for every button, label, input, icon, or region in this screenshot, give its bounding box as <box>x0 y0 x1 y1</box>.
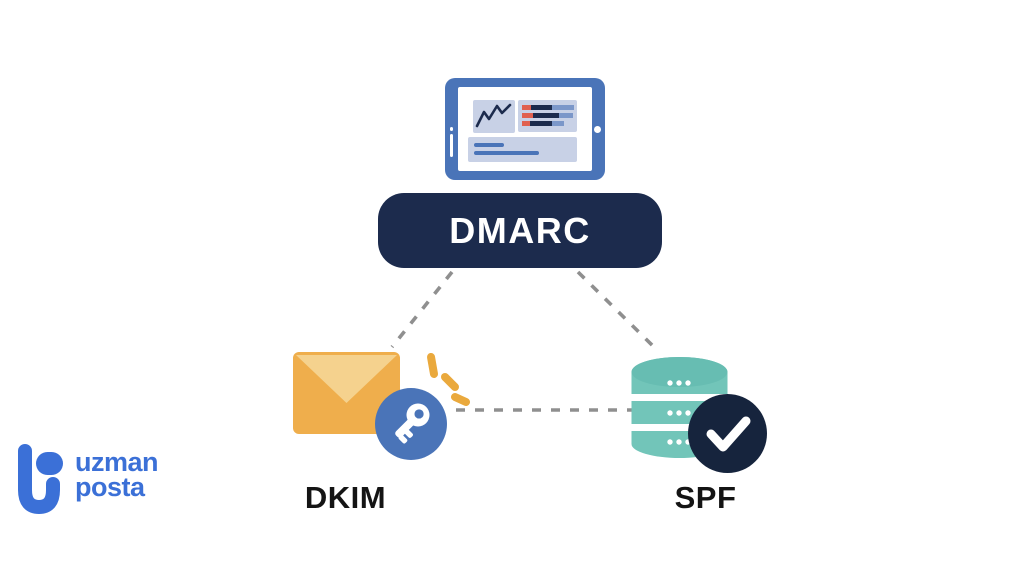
tablet-speaker-line <box>450 134 453 157</box>
key-badge-circle <box>375 388 447 460</box>
uzmanposta-logo: uzman posta <box>16 444 159 524</box>
spf-label: SPF <box>674 480 737 515</box>
key-icon <box>395 403 430 444</box>
tablet-report-icon <box>445 78 605 180</box>
sparkle-icon <box>427 353 470 406</box>
dmarc-node: DMARC <box>378 193 662 268</box>
checkmark-icon <box>706 416 750 451</box>
logo-line1: uzman <box>75 447 159 477</box>
logo-line2: posta <box>75 472 145 502</box>
tablet-speaker-dot <box>450 127 453 131</box>
dkim-label: DKIM <box>304 480 387 515</box>
tablet-camera-dot <box>594 126 601 133</box>
envelope-icon <box>293 352 400 434</box>
tablet-screen <box>458 87 592 171</box>
logo-text: uzman posta <box>75 447 159 524</box>
check-badge-circle <box>688 394 767 473</box>
dmarc-label: DMARC <box>449 209 591 251</box>
logo-mark <box>18 444 63 515</box>
bar-list-icon <box>518 100 577 132</box>
text-block-panel <box>468 137 577 162</box>
line-chart-icon <box>473 100 515 133</box>
